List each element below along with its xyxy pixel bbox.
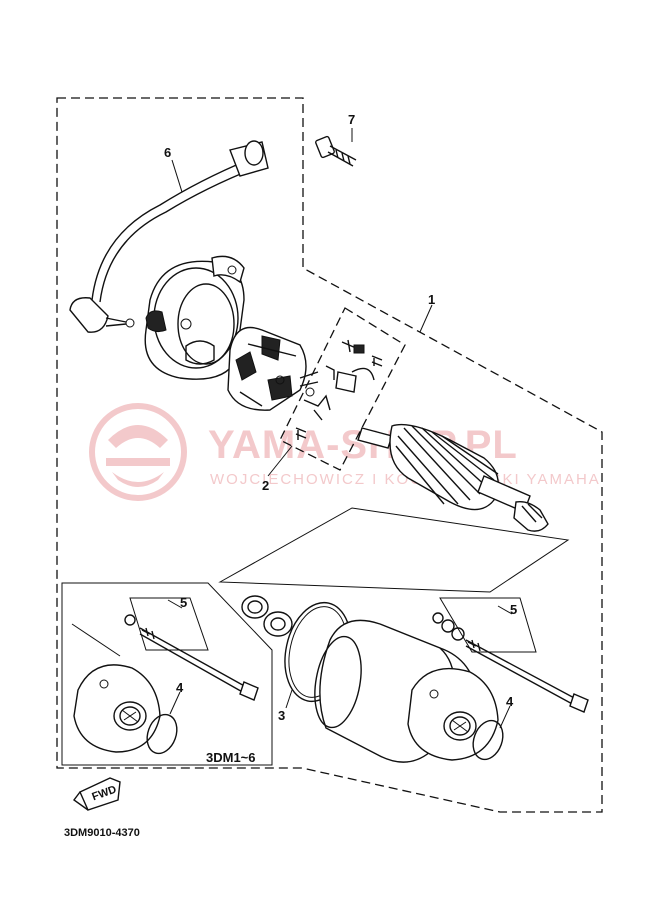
callout-7: 7 [348, 112, 355, 127]
callout-6: 6 [164, 145, 171, 160]
leader-6 [171, 159, 183, 193]
rear-cover-main [407, 667, 499, 761]
variant-inset-box [61, 582, 273, 766]
callout-2: 2 [262, 478, 269, 493]
leader-1 [419, 304, 433, 333]
leader-5-left [167, 599, 183, 609]
variant-label: 3DM1~6 [206, 750, 256, 765]
callout-4-left: 4 [176, 680, 184, 695]
callout-5-right: 5 [510, 602, 517, 617]
lead-wire-6 [69, 140, 269, 333]
o-ring-4-right [472, 719, 504, 761]
callout-4-right: 4 [506, 694, 514, 709]
fwd-arrow-icon: FWD [73, 777, 121, 811]
leader-3 [285, 689, 293, 709]
through-bolt-5-right [432, 597, 589, 713]
washers [241, 595, 293, 637]
armature-1 [357, 423, 549, 532]
bolt-7 [315, 135, 357, 167]
watermark-logo-icon [89, 403, 187, 501]
assembly-outline [56, 97, 603, 813]
brush-set-outline [279, 307, 406, 471]
leader-4-left [169, 691, 181, 715]
yoke-panel-outline [218, 507, 570, 593]
diagram-code: 3DM9010-4370 [64, 827, 140, 839]
front-cover [144, 255, 245, 380]
brush-set-2 [295, 339, 383, 440]
leader-2 [267, 445, 293, 477]
leader-5-right [497, 605, 513, 615]
inset-rear-cover [71, 623, 161, 753]
watermark: YAMA-SHOP.PL WOJCIECHOWICZ I KOCHANOWSKI… [89, 403, 599, 501]
callout-5-left: 5 [180, 595, 187, 610]
o-ring-4-left [146, 713, 178, 755]
callout-1: 1 [428, 292, 435, 307]
callout-3: 3 [278, 708, 285, 723]
brush-holder-plate [227, 326, 319, 411]
through-bolt-5-left [124, 597, 259, 701]
leader-4-right [499, 705, 511, 729]
